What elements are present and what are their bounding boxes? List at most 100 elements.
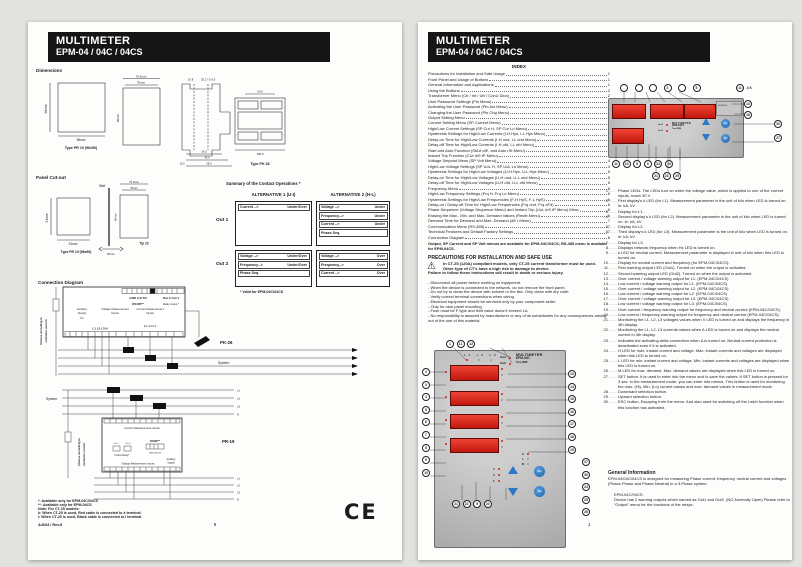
warning-icon: ⚠ bbox=[427, 261, 436, 272]
index-entry: Start and Auto Function (StArt ofE, and … bbox=[428, 147, 610, 153]
callout: 5 bbox=[422, 405, 430, 414]
page-title: MULTIMETER bbox=[436, 35, 511, 47]
index-title: INDEX bbox=[511, 64, 527, 69]
index-entry-label: Voltage Setpoint Menu (SP Volt Menu) bbox=[428, 158, 497, 164]
pr19-bline-n: N bbox=[237, 498, 239, 502]
pk26-curr-1: Current Measurement bbox=[136, 307, 163, 311]
callout-description-item: 22 Monitoring the L1, L2, L3 currents va… bbox=[600, 327, 790, 337]
index-entry-leader bbox=[528, 129, 607, 131]
display-l3 bbox=[684, 104, 716, 119]
index-entry-label: Activating the User Password (Pin Act Me… bbox=[428, 104, 508, 110]
index-entry-label: General Information and Applications bbox=[428, 82, 494, 88]
index-entry: Hysteresis Settings for High/Low Current… bbox=[428, 131, 610, 136]
brand-model: EPM-04C bbox=[516, 356, 530, 361]
dim-profile-6: 43.0 bbox=[204, 156, 210, 160]
callout: 4 bbox=[422, 393, 430, 402]
callout-description-item: 19 Over current / frequency warning outp… bbox=[600, 307, 790, 312]
index-entry: Voltage Setpoint Menu (SP Volt Menu) 4 bbox=[428, 158, 610, 163]
index-entry-page: 2 bbox=[607, 87, 610, 93]
dim-profile-2: 30.1 7.6 9.5 bbox=[201, 78, 216, 82]
callout-description-item: 26 M LED for max. demand. Max. demand va… bbox=[600, 368, 790, 373]
out2-label: Out 2 bbox=[216, 262, 229, 267]
index-entry-page: 5 bbox=[607, 169, 610, 175]
dim-wall-inner: 70mm bbox=[130, 186, 138, 190]
item-text: Over current / voltage warning output fo… bbox=[618, 285, 729, 291]
callout: 20 bbox=[483, 500, 492, 508]
pr19-rs485-label: RS485** bbox=[150, 439, 160, 443]
index-entry-label: High/Low Current Settings (SP Cur H, SP … bbox=[428, 125, 528, 131]
index-entry-label: Instant Trip Function (CUr inS tP Menu) bbox=[428, 153, 498, 158]
index-entry: Activating the User Password (Pin Act Me… bbox=[428, 104, 610, 109]
pk26-curr-terms: IL1 IL2 IL3 bbox=[144, 324, 157, 328]
callout-description-item: 20 Low current / frequency warning outpu… bbox=[600, 312, 790, 317]
index-entry: High/Low Voltage Settings (SP UoL H, SP … bbox=[428, 163, 610, 169]
index-entry-leader bbox=[529, 167, 607, 169]
index-entry-leader bbox=[505, 74, 607, 76]
callout: 26 bbox=[582, 508, 590, 517]
index-list: Precautions for Installation and Safe Us… bbox=[428, 71, 610, 240]
connection-diagram-label: Connection Diagram bbox=[38, 280, 83, 285]
contact-row: Voltage -->Over bbox=[318, 252, 388, 261]
contact-row: Voltage -->Under/Over bbox=[237, 252, 310, 261]
callout: 14 bbox=[568, 382, 576, 391]
out1-led-label: Out1 bbox=[658, 124, 663, 126]
item-leader bbox=[608, 338, 618, 348]
item-leader bbox=[608, 250, 618, 260]
item-number: 3 bbox=[605, 208, 608, 214]
index-entry: High/Low Frequency Settings (Frq H, Frq … bbox=[428, 191, 610, 196]
item-number: 17 bbox=[603, 296, 608, 302]
index-entry: Output Setting Menu 3 bbox=[428, 115, 610, 120]
item-number: 28 bbox=[603, 389, 608, 395]
dim-profile-5: 26.5 bbox=[201, 150, 207, 154]
display-l1 bbox=[612, 104, 646, 119]
dim-profile-1: 10.8 bbox=[188, 78, 194, 82]
callout: 10 bbox=[422, 468, 430, 477]
front-caption: Type PR 19 (96x96) bbox=[65, 146, 98, 150]
index-entry-leader bbox=[492, 102, 607, 104]
index-entry-label: Communication Menu (RS-485) bbox=[428, 223, 485, 229]
alt1-title: ALTERNATIVE 1 (U-I) bbox=[251, 192, 296, 197]
callout-description-item: 4 Second display's k LED (for L2). Measu… bbox=[600, 214, 790, 224]
dim-pk28-bottom: 106.0 bbox=[257, 152, 264, 156]
dim-front-width: 96mm bbox=[77, 138, 86, 142]
callout-description-item: 18 Low current / voltage warning output … bbox=[600, 301, 790, 306]
index-entry: Communication Menu (RS-485) 7 bbox=[428, 223, 610, 229]
dim-wall-gap: 50mm bbox=[107, 252, 115, 256]
index-entry-leader bbox=[537, 140, 607, 142]
esc-button: Esc bbox=[534, 466, 545, 477]
contact-row: Frequency-->Under bbox=[318, 212, 388, 220]
dim-side-outer: 79.3mm bbox=[136, 74, 147, 78]
item-leader bbox=[608, 198, 618, 208]
item-text: SET button. It is used to enter into the… bbox=[618, 373, 788, 389]
item-text: Low current / voltage warning output for… bbox=[618, 280, 728, 286]
set-button: SET bbox=[721, 134, 730, 143]
precaution-bullet: - When the device is connected to the ne… bbox=[428, 284, 566, 290]
item-text: Low current / frequency warning output f… bbox=[618, 311, 780, 317]
item-number: 24 bbox=[603, 347, 608, 353]
lo-led-l2 bbox=[501, 399, 504, 402]
item-number: 7 bbox=[605, 239, 608, 245]
v-led bbox=[498, 468, 501, 471]
pk26-volt-2: Inputs bbox=[111, 311, 119, 315]
up-button bbox=[702, 118, 710, 125]
callout: 10 bbox=[622, 160, 631, 168]
index-entry-label: Technical Features and Default Factory S… bbox=[428, 229, 514, 235]
index-entry: Connection Diagram 8 bbox=[428, 234, 610, 240]
item-number: 10 bbox=[603, 260, 608, 266]
index-entry: Technical Features and Default Factory S… bbox=[428, 229, 610, 234]
page-number-left: 8 bbox=[213, 522, 217, 527]
index-entry: Front Panel and Usage of Buttons 1 bbox=[428, 76, 610, 82]
index-entry-label: Hysteresis Settings for High/Low Frequen… bbox=[428, 196, 545, 202]
v-led-label: V bbox=[493, 468, 495, 471]
callout: 23 bbox=[662, 172, 671, 180]
index-entry-label: Using the Buttons bbox=[428, 87, 460, 93]
index-entry-label: Front Panel and Usage of Buttons bbox=[428, 76, 489, 82]
callout: 2 bbox=[422, 368, 430, 376]
index-entry: Using the Buttons 2 bbox=[428, 87, 610, 93]
callout: 8 bbox=[422, 443, 430, 452]
